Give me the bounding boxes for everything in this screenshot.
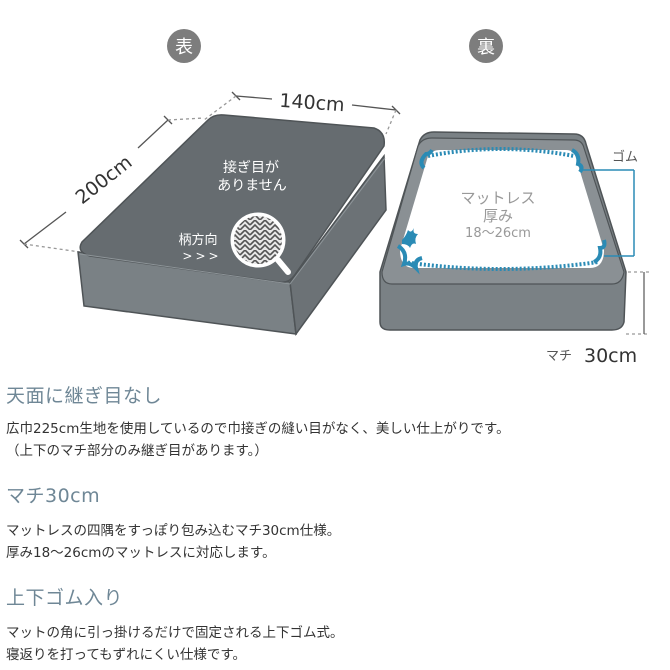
gusset-dimension	[626, 271, 650, 335]
section-elastic: 上下ゴム入り マットの角に引っ掛けるだけで固定される上下ゴム式。 寝返りを打って…	[6, 586, 666, 666]
gusset-prefix: マチ	[546, 349, 572, 364]
width-dimension	[203, 91, 401, 135]
back-cover	[379, 131, 627, 331]
elastic-callout	[580, 169, 635, 257]
length-dimension	[19, 115, 205, 253]
section-text-line: 広巾225cm生地を使用しているので巾接ぎの縫い目がなく、美しい仕上がりです。	[6, 421, 510, 437]
section-text-line: 厚み18〜26cmのマットレスに対応します。	[6, 545, 276, 561]
section-heading: 天面に継ぎ目なし	[6, 385, 163, 407]
no-seam-line2: ありません	[217, 178, 287, 194]
front-badge: 表	[167, 29, 201, 63]
front-badge-label: 表	[175, 37, 193, 58]
section-gusset: マチ30cm マットレスの四隅をすっぽり包み込むマチ30cm仕様。 厚み18〜2…	[6, 484, 666, 564]
thickness-range-label: 18〜26cm	[465, 226, 531, 241]
front-cover	[77, 114, 387, 336]
section-text-line: マットの角に引っ掛けるだけで固定される上下ゴム式。	[6, 625, 344, 641]
section-text-line: （上下のマチ部分のみ継ぎ目があります。）	[6, 443, 268, 459]
section-no-seam: 天面に継ぎ目なし 広巾225cm生地を使用しているので巾接ぎの縫い目がなく、美し…	[6, 384, 666, 462]
back-badge-label: 裏	[477, 37, 495, 58]
fabric-magnifier-icon	[230, 212, 291, 275]
width-label: 140cm	[279, 90, 346, 116]
section-text-line: マットレスの四隅をすっぽり包み込むマチ30cm仕様。	[6, 523, 341, 539]
section-heading: マチ30cm	[6, 485, 101, 507]
no-seam-line1: 接ぎ目が	[223, 159, 279, 176]
section-heading: 上下ゴム入り	[6, 587, 124, 609]
pattern-direction-label: 柄方向	[178, 232, 217, 248]
back-badge: 裏	[469, 29, 503, 63]
mattress-label-line1: マットレス	[460, 189, 535, 207]
pattern-direction-arrows: >>>	[182, 249, 221, 263]
section-text-line: 寝返りを打ってもずれにくい仕様です。	[6, 647, 247, 663]
elastic-label: ゴム	[612, 149, 638, 165]
product-diagram: 表 140cm 200cm 接ぎ目が ありません 柄方向 >>>	[19, 29, 650, 367]
gusset-value: 30cm	[584, 345, 637, 367]
mattress-label-line2: 厚み	[483, 207, 513, 225]
